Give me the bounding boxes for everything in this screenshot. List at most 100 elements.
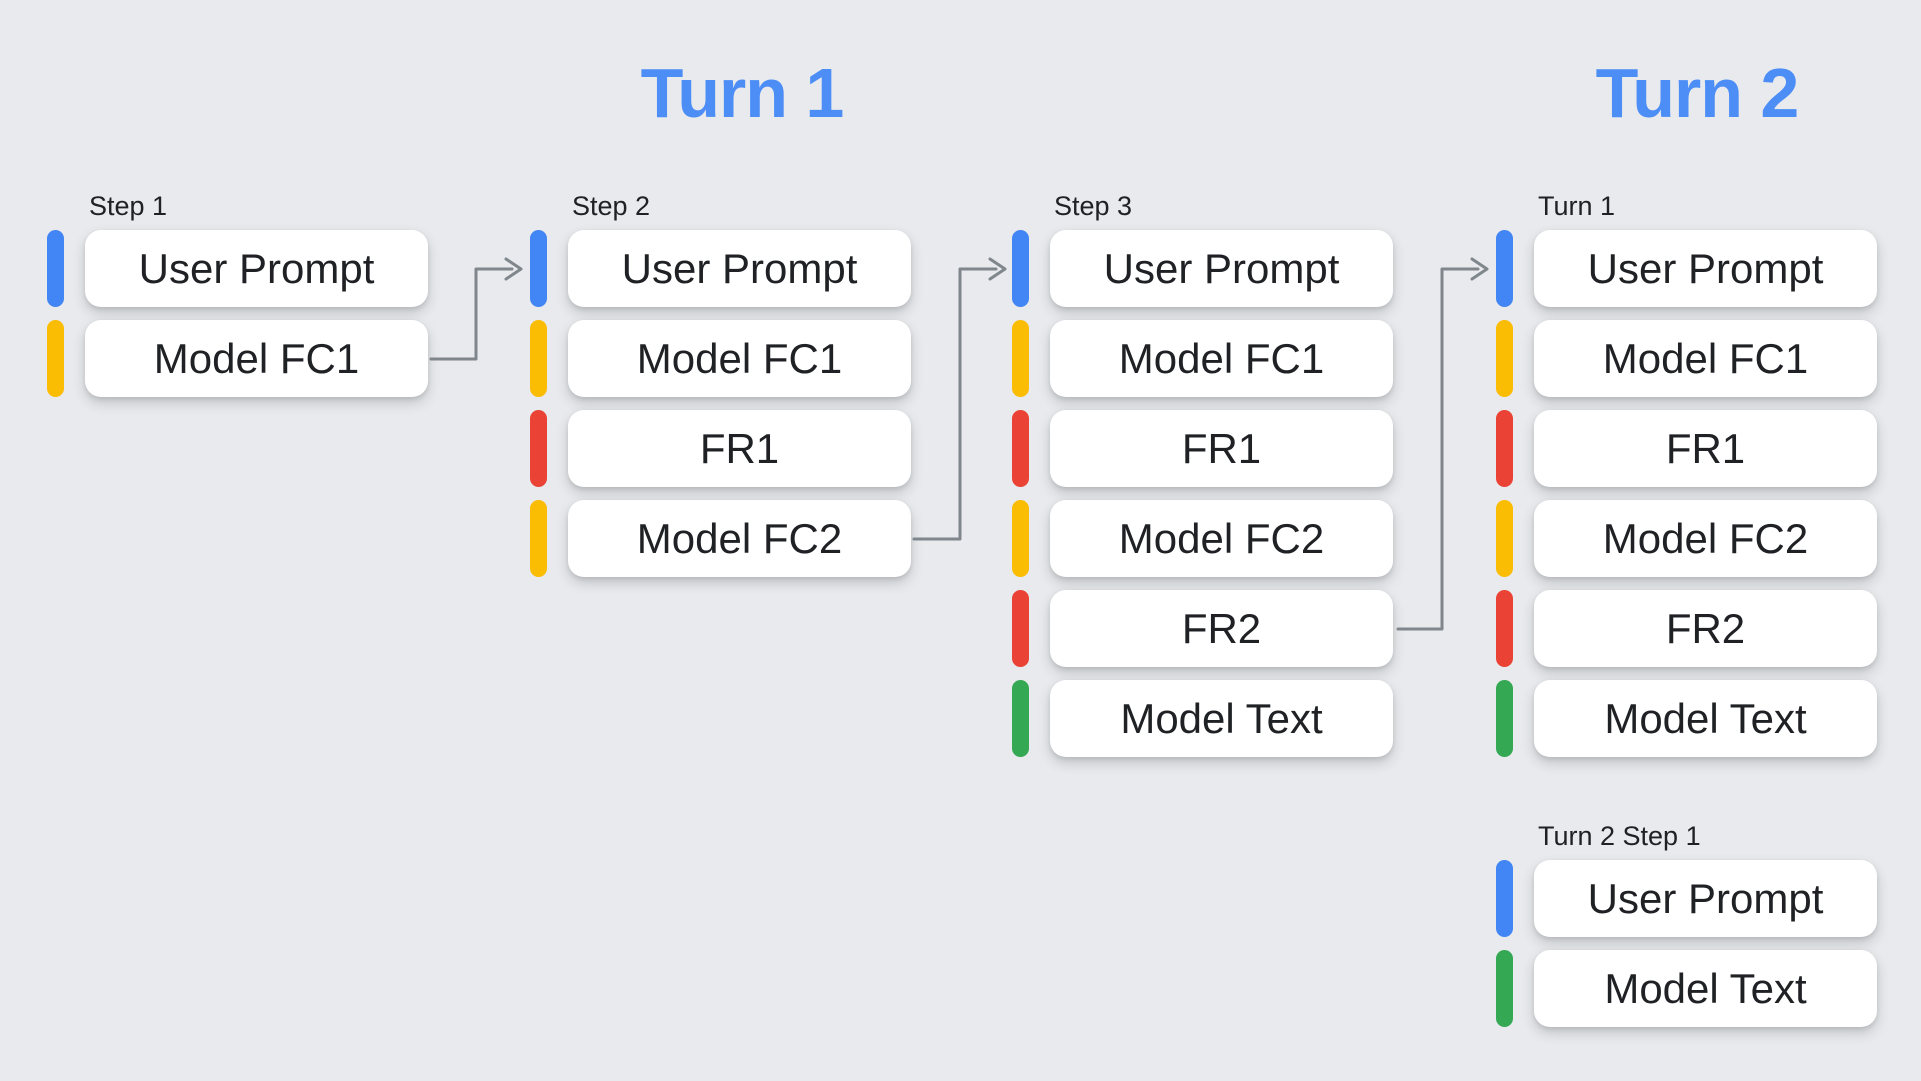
blue-role-bar xyxy=(1496,860,1513,937)
arrow-step1-to-step2 xyxy=(429,257,523,361)
message-box-label: Model FC1 xyxy=(153,334,360,382)
message-box-label: FR1 xyxy=(1665,424,1746,472)
green-role-bar xyxy=(1496,950,1513,1027)
message-box: Model FC1 xyxy=(1050,320,1393,397)
red-role-bar xyxy=(1012,590,1029,667)
message-box-label: Model Text xyxy=(1604,694,1807,742)
yellow-role-bar xyxy=(530,500,547,577)
column-label: Turn 1 xyxy=(1538,191,1616,221)
message-box: Model FC1 xyxy=(85,320,428,397)
yellow-role-bar xyxy=(47,320,64,397)
message-row: FR1 xyxy=(1012,410,1393,487)
message-row: Model FC1 xyxy=(1012,320,1393,397)
turn-2-header: Turn 2 xyxy=(1595,54,1800,132)
message-row: FR2 xyxy=(1496,590,1877,667)
message-box-label: FR1 xyxy=(1181,424,1262,472)
blue-role-bar xyxy=(1012,230,1029,307)
message-row: Model Text xyxy=(1496,950,1877,1027)
message-box-label: Model FC2 xyxy=(1118,514,1325,562)
message-box: Model Text xyxy=(1050,680,1393,757)
yellow-role-bar xyxy=(530,320,547,397)
message-row: Model FC2 xyxy=(1496,500,1877,577)
message-box: FR2 xyxy=(1534,590,1877,667)
column-label: Step 3 xyxy=(1054,191,1133,221)
message-box-label: User Prompt xyxy=(1587,874,1824,922)
blue-role-bar xyxy=(1496,230,1513,307)
yellow-role-bar xyxy=(1496,320,1513,397)
arrow-step2-to-step3 xyxy=(912,257,1007,541)
green-role-bar xyxy=(1012,680,1029,757)
message-row: User Prompt xyxy=(530,230,911,307)
yellow-role-bar xyxy=(1012,320,1029,397)
message-row: FR1 xyxy=(530,410,911,487)
message-box-label: FR2 xyxy=(1665,604,1746,652)
blue-role-bar xyxy=(47,230,64,307)
column-label: Step 1 xyxy=(89,191,168,221)
message-box: User Prompt xyxy=(85,230,428,307)
message-box: User Prompt xyxy=(1050,230,1393,307)
message-box: FR1 xyxy=(1534,410,1877,487)
message-box: User Prompt xyxy=(1534,230,1877,307)
message-row: Model Text xyxy=(1012,680,1393,757)
message-box-label: Model Text xyxy=(1604,964,1807,1012)
message-box: Model FC2 xyxy=(568,500,911,577)
message-box: Model FC2 xyxy=(1050,500,1393,577)
message-row: FR2 xyxy=(1012,590,1393,667)
arrow-step3-to-turn1 xyxy=(1396,257,1489,631)
message-box: FR1 xyxy=(1050,410,1393,487)
red-role-bar xyxy=(1496,410,1513,487)
message-box-label: Model FC1 xyxy=(1118,334,1325,382)
message-row: User Prompt xyxy=(1012,230,1393,307)
message-box: Model Text xyxy=(1534,680,1877,757)
message-box-label: Model FC2 xyxy=(1602,514,1809,562)
message-box-label: User Prompt xyxy=(138,244,375,292)
message-box-label: FR2 xyxy=(1181,604,1262,652)
message-box-label: User Prompt xyxy=(1103,244,1340,292)
message-box: Model FC1 xyxy=(1534,320,1877,397)
message-box-label: FR1 xyxy=(699,424,780,472)
green-role-bar xyxy=(1496,680,1513,757)
red-role-bar xyxy=(1012,410,1029,487)
message-row: User Prompt xyxy=(1496,230,1877,307)
message-box: FR1 xyxy=(568,410,911,487)
message-box: Model FC2 xyxy=(1534,500,1877,577)
message-box: User Prompt xyxy=(1534,860,1877,937)
red-role-bar xyxy=(1496,590,1513,667)
message-box-label: Model FC1 xyxy=(636,334,843,382)
yellow-role-bar xyxy=(1496,500,1513,577)
message-row: Model FC1 xyxy=(47,320,428,397)
message-box: Model Text xyxy=(1534,950,1877,1027)
message-box-label: Model FC2 xyxy=(636,514,843,562)
message-box-label: User Prompt xyxy=(621,244,858,292)
message-row: Model FC1 xyxy=(1496,320,1877,397)
message-row: User Prompt xyxy=(47,230,428,307)
message-box-label: Model Text xyxy=(1120,694,1323,742)
message-box-label: User Prompt xyxy=(1587,244,1824,292)
message-row: FR1 xyxy=(1496,410,1877,487)
column-label: Step 2 xyxy=(572,191,651,221)
message-row: Model FC1 xyxy=(530,320,911,397)
red-role-bar xyxy=(530,410,547,487)
column-label: Turn 2 Step 1 xyxy=(1538,821,1701,851)
blue-role-bar xyxy=(530,230,547,307)
message-box-label: Model FC1 xyxy=(1602,334,1809,382)
message-row: User Prompt xyxy=(1496,860,1877,937)
message-row: Model FC2 xyxy=(1012,500,1393,577)
message-row: Model Text xyxy=(1496,680,1877,757)
message-box: FR2 xyxy=(1050,590,1393,667)
message-row: Model FC2 xyxy=(530,500,911,577)
turn-1-header: Turn 1 xyxy=(640,54,845,132)
message-box: User Prompt xyxy=(568,230,911,307)
message-box: Model FC1 xyxy=(568,320,911,397)
